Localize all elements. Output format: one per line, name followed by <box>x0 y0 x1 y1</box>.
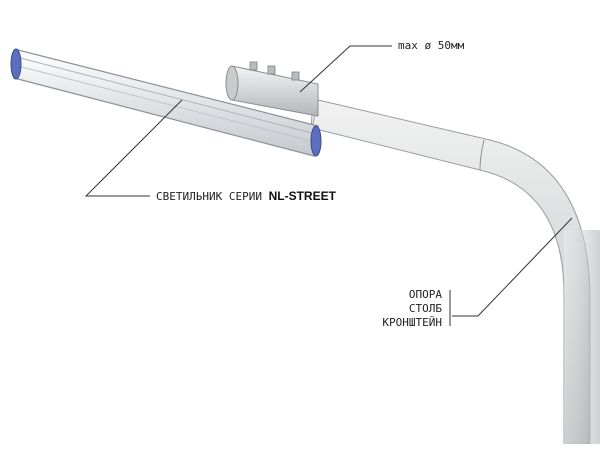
fixture-label-prefix: СВЕТИЛЬНИК СЕРИИ <box>156 190 262 203</box>
pole-joint <box>479 139 485 171</box>
support-label-line: СТОЛБ <box>408 302 442 315</box>
support-label: ОПОРА СТОЛБ КРОНШТЕЙН <box>360 288 442 330</box>
leader-lines <box>84 45 573 326</box>
leader-mount <box>299 45 392 93</box>
support-label-line: ОПОРА <box>408 288 442 301</box>
leader-support <box>452 217 573 317</box>
pole-bracket <box>311 99 600 445</box>
support-label-line: КРОНШТЕЙН <box>382 316 442 329</box>
lamp-fixture <box>10 48 322 157</box>
mount-clamp <box>225 61 319 117</box>
pole-vertical <box>564 230 600 444</box>
fixture-label: СВЕТИЛЬНИК СЕРИИ NL-STREET <box>156 189 336 204</box>
pole-arm <box>311 99 591 445</box>
fixture-series-name: NL-STREET <box>268 189 336 203</box>
mount-diameter-label: max ø 50мм <box>398 39 465 52</box>
leader-fixture <box>84 99 183 197</box>
